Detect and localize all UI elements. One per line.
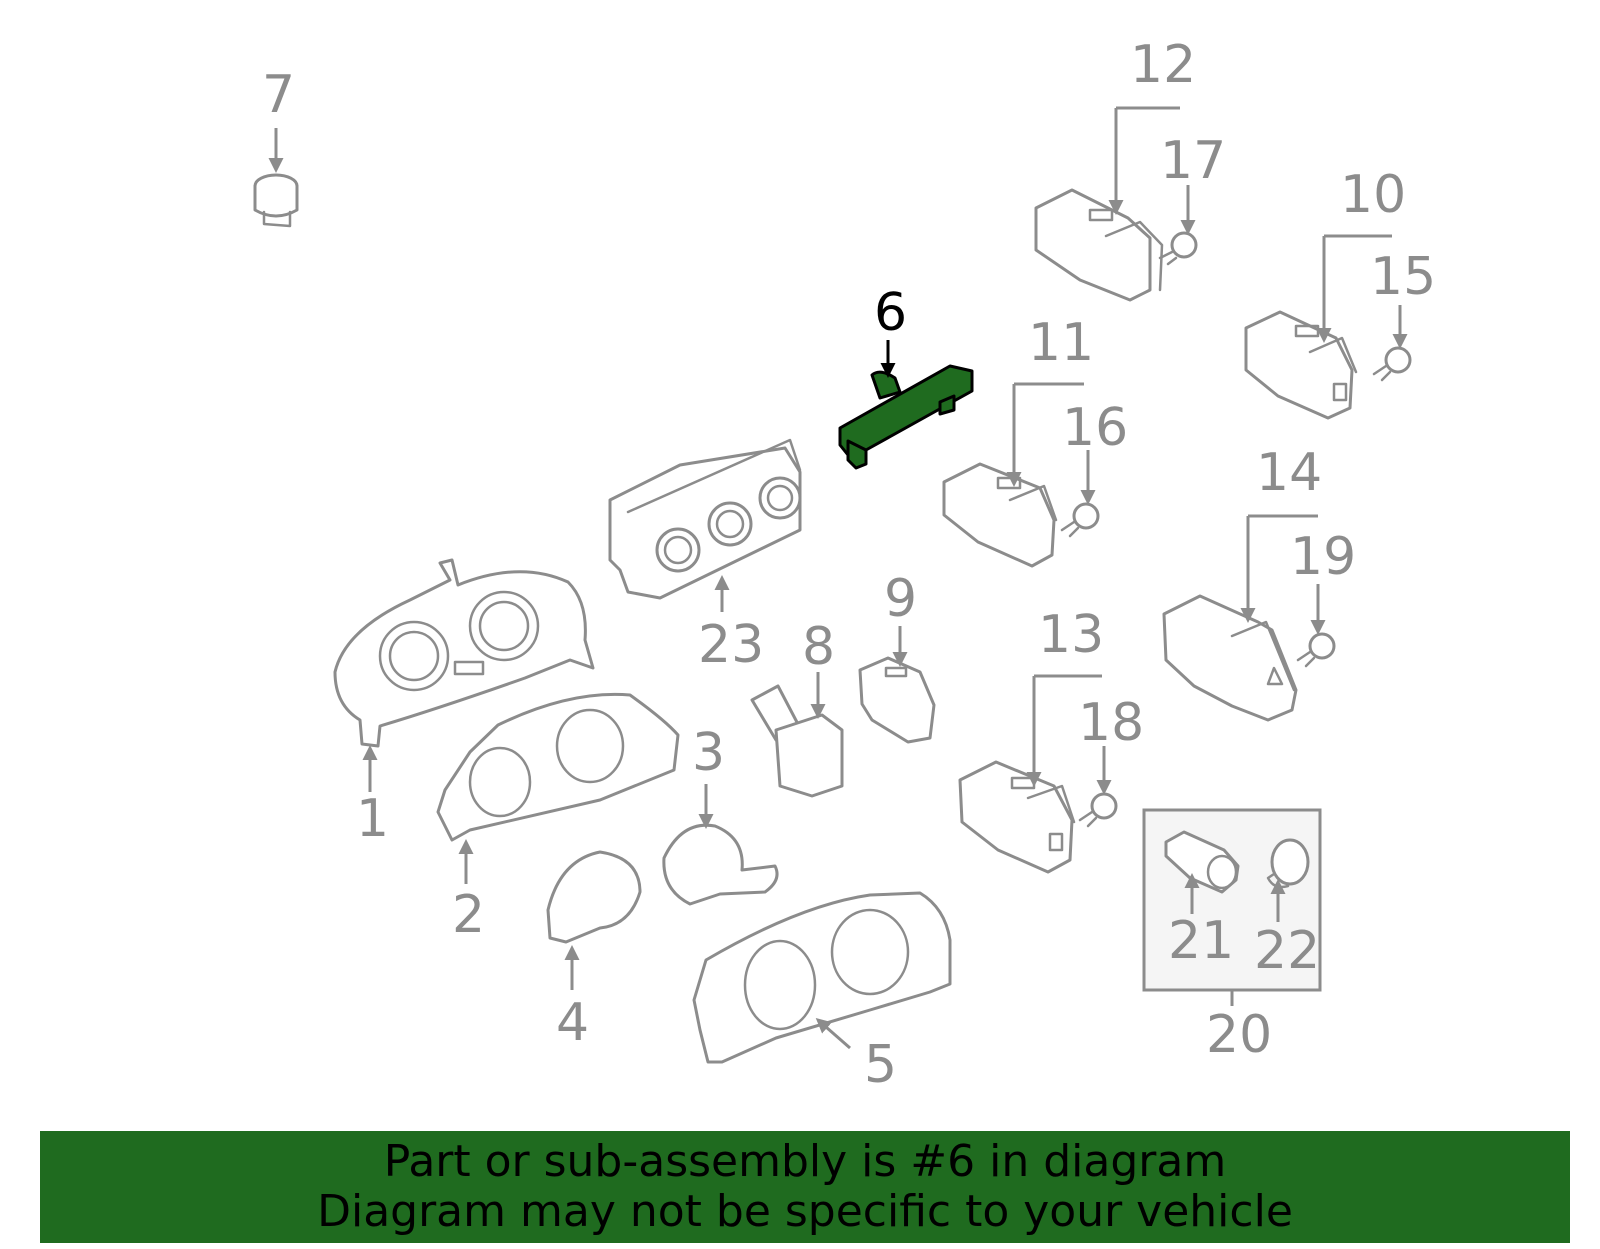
banner-line-2: Diagram may not be specific to your vehi…	[317, 1186, 1293, 1237]
part-1-instrument-cluster[interactable]	[333, 558, 595, 748]
callout-3: 3	[692, 723, 725, 783]
callout-10: 10	[1340, 165, 1406, 225]
info-banner: Part or sub-assembly is #6 in diagram Di…	[40, 1131, 1570, 1243]
part-12-switch[interactable]	[1034, 188, 1164, 302]
part-19-screw[interactable]	[1296, 632, 1336, 668]
part-7-cap[interactable]	[253, 173, 299, 228]
callout-12: 12	[1130, 35, 1196, 95]
part-21-socket[interactable]	[1164, 830, 1240, 894]
part-5-cluster-bezel[interactable]	[692, 891, 952, 1064]
callout-20: 20	[1206, 1005, 1272, 1065]
part-8-module[interactable]	[750, 684, 844, 798]
callout-13: 13	[1038, 605, 1104, 665]
callout-5: 5	[864, 1035, 897, 1095]
part-6-switch-bar[interactable]	[838, 364, 974, 470]
part-18-screw[interactable]	[1078, 792, 1118, 828]
callout-2: 2	[452, 885, 485, 945]
part-13-switch[interactable]	[958, 760, 1076, 874]
callout-21: 21	[1168, 911, 1234, 971]
part-4-gauge-ring[interactable]	[546, 850, 642, 944]
part-2-cluster-housing[interactable]	[436, 692, 680, 842]
callout-16: 16	[1062, 398, 1128, 458]
part-11-switch[interactable]	[942, 462, 1058, 568]
callout-19: 19	[1290, 527, 1356, 587]
callout-4: 4	[556, 993, 589, 1053]
callout-14: 14	[1256, 443, 1322, 503]
part-23-climate-control[interactable]	[608, 438, 802, 600]
callout-18: 18	[1078, 693, 1144, 753]
part-16-screw[interactable]	[1060, 502, 1100, 538]
callout-15: 15	[1370, 247, 1436, 307]
callout-6: 6	[874, 283, 907, 343]
callout-9: 9	[884, 569, 917, 629]
part-15-screw[interactable]	[1372, 346, 1412, 382]
part-10-switch[interactable]	[1244, 310, 1358, 420]
callout-8: 8	[802, 617, 835, 677]
callout-22: 22	[1254, 921, 1320, 981]
callout-17: 17	[1160, 131, 1226, 191]
part-17-screw[interactable]	[1158, 231, 1198, 266]
callout-23: 23	[698, 615, 764, 675]
part-9-switch[interactable]	[858, 656, 936, 744]
callout-11: 11	[1028, 313, 1094, 373]
callout-7: 7	[262, 65, 295, 125]
callout-1: 1	[356, 789, 389, 849]
part-3-gauge-lens[interactable]	[662, 823, 779, 906]
part-14-hazard-switch[interactable]	[1162, 594, 1298, 722]
banner-line-1: Part or sub-assembly is #6 in diagram	[383, 1136, 1227, 1187]
